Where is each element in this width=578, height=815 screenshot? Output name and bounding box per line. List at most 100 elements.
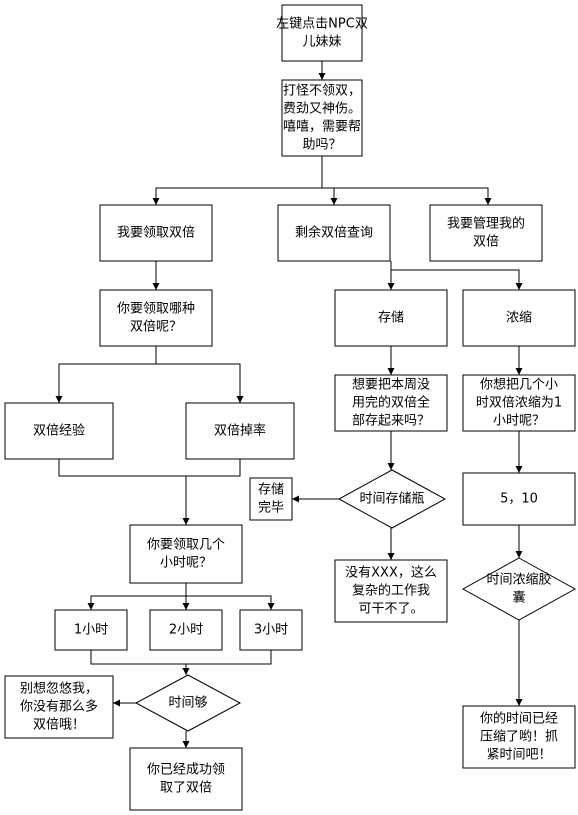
- connector-line: [156, 363, 241, 396]
- arrowhead: [182, 668, 190, 675]
- one-hour-label: 1小时: [74, 623, 108, 638]
- claim-double-node: 我要领取双倍: [99, 204, 213, 262]
- arrowhead: [387, 463, 395, 470]
- arrowhead: [515, 551, 523, 558]
- store-question-label: 部存起来吗？: [352, 414, 430, 429]
- how-many-hours-label: 小时呢？: [160, 556, 212, 571]
- time-bottle-decision: 时间存储瓶: [337, 469, 447, 529]
- no-item-label: 没有XXX，这么: [345, 565, 437, 581]
- five-ten-node: 5，10: [462, 472, 576, 526]
- claim-success-label: 你已经成功领: [147, 763, 225, 778]
- compress-question-label: 时双倍浓缩为1: [476, 395, 562, 411]
- arrowhead: [113, 699, 120, 707]
- connector-line: [322, 187, 335, 198]
- connector-line: [391, 269, 520, 283]
- compress-question-label: 你想把几个小: [480, 377, 558, 393]
- store-question-label: 想要把本周没: [352, 377, 430, 393]
- greeting-label: 打怪不领双，: [283, 84, 361, 99]
- arrowhead: [387, 368, 395, 375]
- connector-line: [58, 459, 241, 477]
- arrowhead: [515, 283, 523, 290]
- manage-double-label: 双倍: [473, 235, 499, 250]
- not-enough-label: 别想忽悠我，: [20, 681, 98, 697]
- double-exp-label: 双倍经验: [33, 423, 85, 439]
- no-item-label: 复杂的工作我: [352, 583, 430, 599]
- claim-double-label: 我要领取双倍: [117, 226, 195, 241]
- arrowhead: [515, 368, 523, 375]
- start-label: 儿妹妹: [302, 35, 341, 50]
- connector-line: [322, 187, 489, 198]
- no-item-label: 可干不了。: [358, 602, 423, 617]
- greeting-label: 嘻嘻，需要帮: [283, 120, 361, 135]
- three-hours-node: 3小时: [239, 609, 303, 651]
- connector-line: [90, 583, 187, 603]
- two-hours-label: 2小时: [169, 623, 203, 638]
- time-bottle-label: 时间存储瓶: [359, 492, 424, 507]
- store-question-label: 用完的双倍全: [352, 395, 430, 411]
- start-label: 左键点击NPC双: [276, 17, 368, 32]
- compressed-label: 紧时间吧！: [486, 748, 551, 763]
- arrowhead: [182, 603, 190, 610]
- compressed-label: 你的时间已经: [480, 711, 558, 727]
- claim-success-label: 取了双倍: [160, 781, 212, 796]
- arrowhead: [87, 603, 95, 610]
- arrowhead: [236, 396, 244, 403]
- greeting-label: 费劲又神伤。: [283, 102, 361, 117]
- connector-line: [155, 156, 323, 198]
- store-done-label: 存储: [258, 483, 284, 498]
- connector-line: [186, 595, 272, 603]
- arrowhead: [182, 518, 190, 525]
- double-drop-node: 双倍掉率: [185, 402, 295, 460]
- arrowhead: [515, 699, 523, 706]
- store-label: 存储: [378, 311, 404, 326]
- not-enough-label: 你没有那么多: [20, 699, 98, 715]
- arrowhead: [318, 73, 326, 80]
- connector-line: [90, 650, 272, 665]
- greeting-label: 助吗？: [302, 138, 341, 153]
- store-node: 存储: [334, 289, 448, 347]
- query-remaining-node: 剩余双倍查询: [277, 204, 391, 262]
- arrowhead: [484, 198, 492, 205]
- which-double-label: 双倍呢？: [130, 320, 182, 335]
- two-hours-node: 2小时: [149, 609, 223, 651]
- arrowhead: [267, 603, 275, 610]
- compress-node: 浓缩: [462, 289, 576, 347]
- manage-double-label: 我要管理我的: [447, 216, 525, 232]
- double-drop-label: 双倍掉率: [214, 423, 266, 439]
- arrowhead: [182, 741, 190, 748]
- time-enough-decision: 时间够: [134, 674, 242, 732]
- arrowhead: [55, 396, 63, 403]
- arrowhead: [330, 198, 338, 205]
- connector-line: [58, 346, 157, 396]
- arrowhead: [152, 283, 160, 290]
- compressed-label: 压缩了哟！抓: [480, 729, 558, 745]
- double-exp-node: 双倍经验: [4, 402, 114, 460]
- arrowhead: [515, 466, 523, 473]
- compress-label: 浓缩: [506, 310, 532, 326]
- five-ten-label: 5，10: [500, 492, 538, 507]
- one-hour-node: 1小时: [54, 609, 128, 651]
- time-capsule-label: 囊: [512, 590, 525, 606]
- time-capsule-label: 时间浓缩胶: [486, 572, 551, 588]
- store-done-label: 完毕: [258, 501, 284, 516]
- how-many-hours-label: 你要领取几个: [147, 538, 225, 553]
- compress-question-label: 小时呢？: [493, 414, 545, 429]
- arrowhead: [387, 553, 395, 560]
- not-enough-label: 双倍哦！: [33, 718, 85, 733]
- three-hours-label: 3小时: [254, 623, 288, 638]
- time-enough-label: 时间够: [168, 696, 207, 711]
